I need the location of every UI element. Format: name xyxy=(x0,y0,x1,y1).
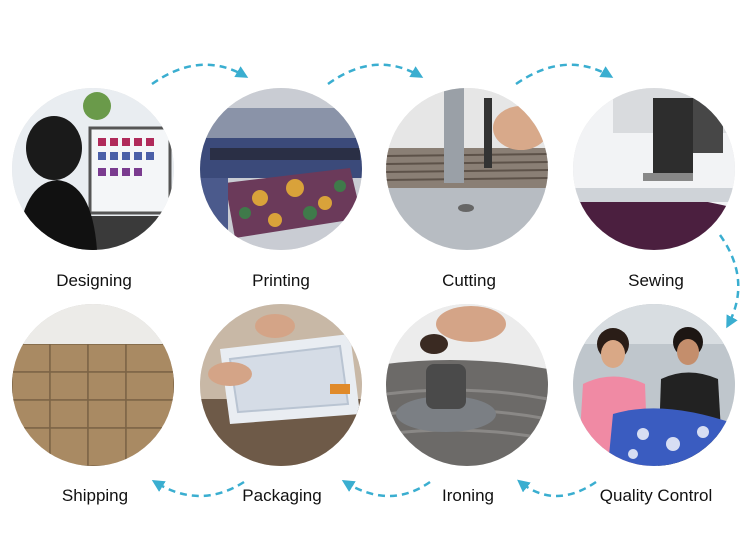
step-label-shipping: Shipping xyxy=(62,486,128,506)
step-label-ironing: Ironing xyxy=(442,486,494,506)
step-label-designing: Designing xyxy=(56,271,132,291)
arrow-sewing-to-quality xyxy=(720,235,738,325)
steam-iron-photo xyxy=(386,304,548,466)
designer-at-computer-photo xyxy=(12,88,174,250)
step-label-cutting: Cutting xyxy=(442,271,496,291)
step-label-packaging: Packaging xyxy=(242,486,321,506)
step-label-printing: Printing xyxy=(252,271,310,291)
sewing-machine-photo xyxy=(573,88,735,250)
arrow-cutting-to-sewing xyxy=(516,65,610,84)
fabric-cutting-machine-photo xyxy=(386,88,548,250)
fabric-printer-photo xyxy=(200,88,362,250)
arrow-designing-to-printing xyxy=(152,65,245,84)
arrow-ironing-to-packaging xyxy=(345,482,430,496)
arrow-printing-to-cutting xyxy=(328,65,420,84)
arrow-packaging-to-shipping xyxy=(155,482,244,496)
shipping-cartons-photo xyxy=(12,304,174,466)
arrow-quality-to-ironing xyxy=(520,482,596,496)
step-label-quality-control: Quality Control xyxy=(600,486,712,506)
garment-packaging-photo xyxy=(200,304,362,466)
step-label-sewing: Sewing xyxy=(628,271,684,291)
quality-inspection-photo xyxy=(573,304,735,466)
